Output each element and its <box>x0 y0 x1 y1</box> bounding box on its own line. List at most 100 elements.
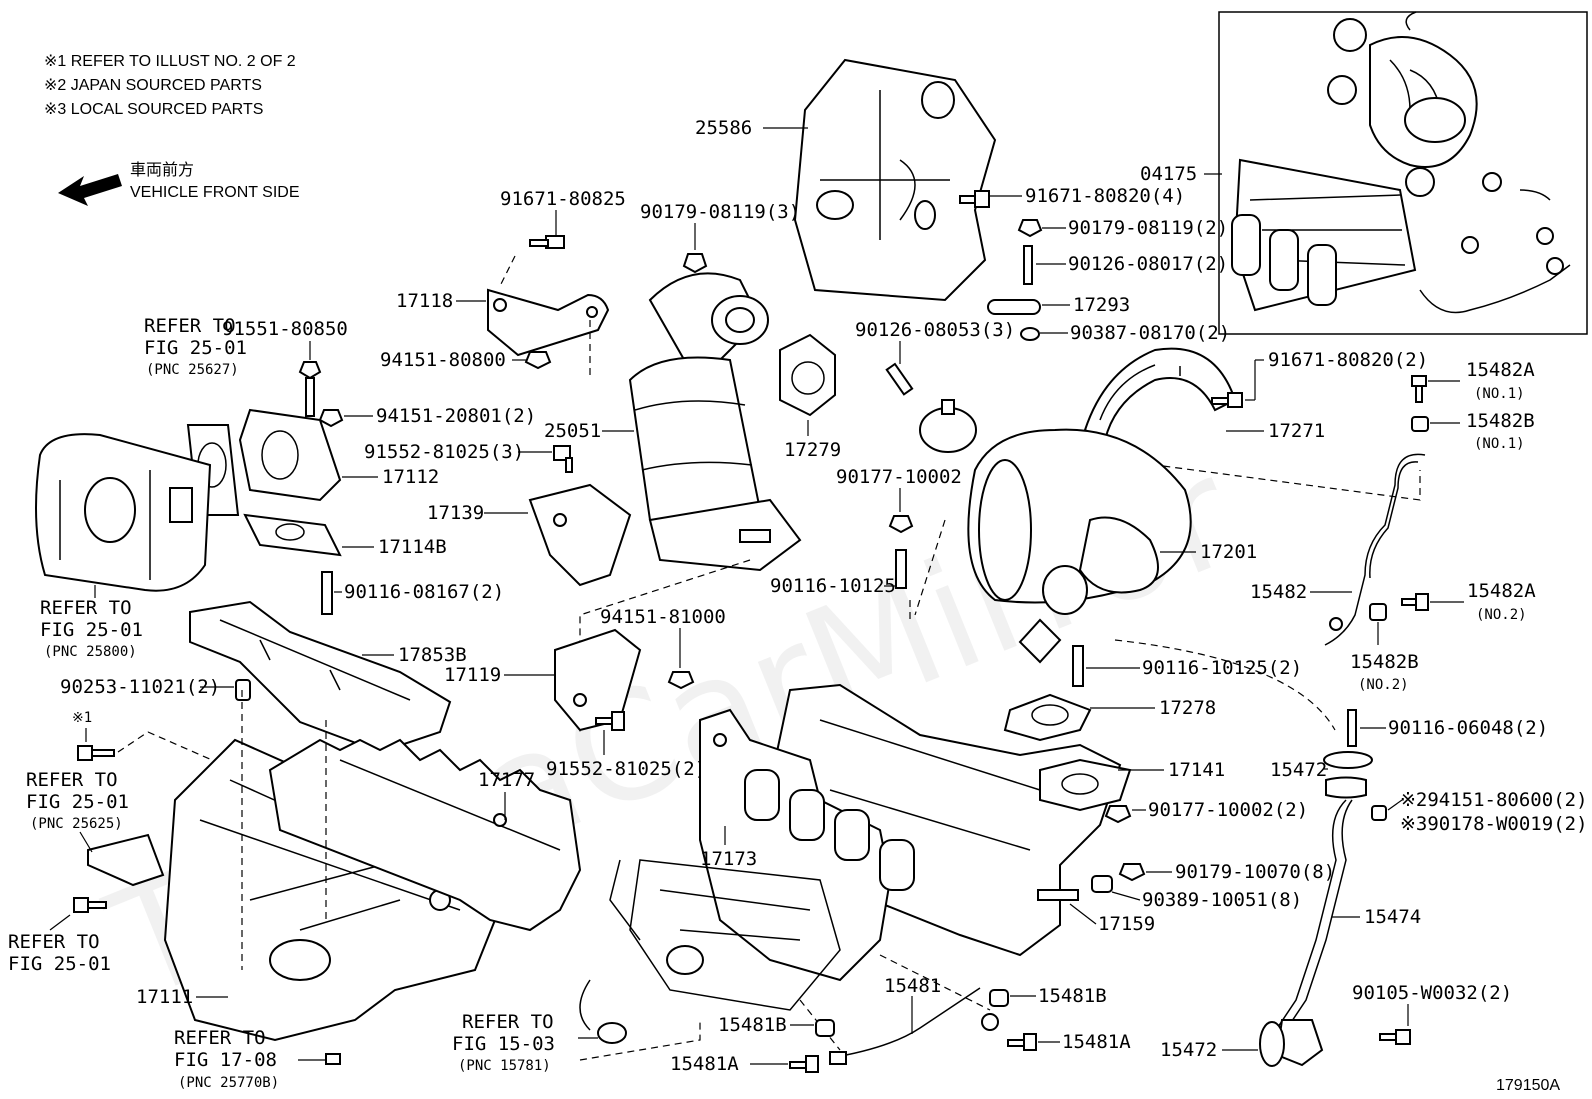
label-90116-10125: 90116-10125 <box>770 575 896 597</box>
label-15482A-2: 15482A <box>1467 580 1536 602</box>
label-91551-80850: 91551-80850 <box>222 318 348 340</box>
label-17173: 17173 <box>700 848 757 870</box>
label-90179-10070-8: 90179-10070(8) <box>1175 861 1335 883</box>
label-15482B-2-sub: (NO.2) <box>1358 677 1409 693</box>
label-15482A-2-sub: (NO.2) <box>1476 607 1527 623</box>
label-17111: 17111 <box>136 986 193 1008</box>
svg-text:REFER TO: REFER TO <box>26 769 118 791</box>
svg-text:FIG 25-01: FIG 25-01 <box>26 791 129 813</box>
label-17112: 17112 <box>382 466 439 488</box>
bolt-15481A-right <box>1007 1033 1037 1051</box>
svg-text:FIG 15-03: FIG 15-03 <box>452 1033 555 1055</box>
svg-text:(PNC 25627): (PNC 25627) <box>146 362 239 378</box>
label-94151-80800: 94151-80800 <box>380 349 506 371</box>
label-15481A-left: 15481A <box>670 1053 739 1075</box>
stud-90126-08053 <box>885 362 914 396</box>
refer-block-pnc15781: REFER TO FIG 15-03 (PNC 15781) <box>452 1011 555 1074</box>
nut-94151-80800 <box>524 351 552 370</box>
stud-90126-08017 <box>1023 245 1033 285</box>
label-15474: 15474 <box>1364 906 1421 928</box>
nut-90177-10002-2 <box>1104 805 1132 824</box>
pipe-15474 <box>1275 776 1367 1067</box>
gasket-17177 <box>268 738 582 932</box>
label-17278: 17278 <box>1159 697 1216 719</box>
label-25586: 25586 <box>695 117 752 139</box>
clamp-15481B-left <box>815 1019 835 1037</box>
bolt-pnc25770B <box>325 1053 341 1065</box>
bracket-17118 <box>487 288 610 357</box>
insulator-17853B <box>189 600 452 754</box>
sensor-pnc15781 <box>579 979 627 1044</box>
refer-block-pnc25625: REFER TO FIG 25-01 (PNC 25625) <box>26 769 129 832</box>
vehicle-front-arrow-icon <box>58 174 122 206</box>
stud-90116-08167 <box>321 571 333 615</box>
label-15482: 15482 <box>1250 581 1307 603</box>
label-90177-10002: 90177-10002 <box>836 466 962 488</box>
note-2: ※2 JAPAN SOURCED PARTS <box>44 77 262 94</box>
svg-text:REFER TO: REFER TO <box>174 1027 266 1049</box>
svg-text:REFER TO: REFER TO <box>40 597 132 619</box>
label-90177-10002-2: 90177-10002(2) <box>1148 799 1308 821</box>
stud-90116-10125-2 <box>1072 645 1084 687</box>
label-15482A-1: 15482A <box>1466 359 1535 381</box>
note-1: ※1 REFER TO ILLUST NO. 2 OF 2 <box>44 53 296 70</box>
label-90387-08170-2: 90387-08170(2) <box>1070 322 1230 344</box>
label-15481B-right: 15481B <box>1038 985 1107 1007</box>
nut-90179-08119-2 <box>1017 219 1043 238</box>
bracket-17139 <box>528 483 632 587</box>
bolt-91671-80820-2 <box>1211 392 1243 408</box>
bolt-91552-81025-3 <box>553 445 573 473</box>
bolt-91671-80820-4 <box>959 190 990 208</box>
svg-text:(PNC 25625): (PNC 25625) <box>30 816 123 832</box>
nut-90177-10002 <box>888 515 914 534</box>
svg-text:REFER TO: REFER TO <box>8 931 100 953</box>
inset-gasket-kit <box>1218 11 1588 335</box>
gasket-17173 <box>699 708 915 982</box>
label-17139: 17139 <box>427 502 484 524</box>
label-17114B: 17114B <box>378 536 447 558</box>
label-17177: 17177 <box>478 769 535 791</box>
label-17119: 17119 <box>444 664 501 686</box>
bolt-star1 <box>77 745 115 761</box>
label-15481B-left: 15481B <box>718 1014 787 1036</box>
label-90253-11021-2: 90253-11021(2) <box>60 676 220 698</box>
label-91671-80825: 91671-80825 <box>500 188 626 210</box>
label-17293: 17293 <box>1073 294 1130 316</box>
pipe-15482 <box>1324 453 1426 646</box>
label-15482B-1: 15482B <box>1466 410 1535 432</box>
plate-17293 <box>987 299 1041 315</box>
bolt-91551-80850 <box>298 361 322 417</box>
gasket-15472-top <box>1323 751 1373 769</box>
svg-text:(PNC 25800): (PNC 25800) <box>44 644 137 660</box>
engine-block-sketch <box>609 859 841 1011</box>
bolt-refer-fig25-01 <box>73 897 107 913</box>
label-94151-81000: 94151-81000 <box>600 606 726 628</box>
svg-text:(PNC 25770B): (PNC 25770B) <box>178 1075 279 1091</box>
label-17118: 17118 <box>396 290 453 312</box>
label-17853B: 17853B <box>398 644 467 666</box>
heat-insulator-17271 <box>1083 347 1237 442</box>
label-25051: 25051 <box>544 420 601 442</box>
catalytic-converter-25051 <box>628 272 802 572</box>
label-17141: 17141 <box>1168 759 1225 781</box>
label-star1: ※1 <box>72 710 92 726</box>
label-15481A-right: 15481A <box>1062 1031 1131 1053</box>
label-17279: 17279 <box>784 439 841 461</box>
bracket-pnc25625 <box>87 833 165 887</box>
label-15481: 15481 <box>884 975 941 997</box>
stud-90116-06048 <box>1347 709 1357 747</box>
throttle-body-pnc25800 <box>35 433 212 592</box>
spacer-90389-10051 <box>1091 875 1113 893</box>
clamp-15481B-right <box>989 989 1009 1007</box>
bolt-91671-80825 <box>529 235 565 249</box>
nut-94151-81000 <box>667 671 695 690</box>
bolt-90105-W0032 <box>1379 1029 1411 1045</box>
stud-90116-10125 <box>895 549 907 589</box>
gasket-15472-bottom <box>1259 1021 1285 1067</box>
label-90116-08167-2: 90116-08167(2) <box>344 581 504 603</box>
refer-block-pnc25800: REFER TO FIG 25-01 (PNC 25800) <box>40 597 143 660</box>
svg-text:(PNC 15781): (PNC 15781) <box>458 1058 551 1074</box>
nut-94151-20801 <box>318 409 344 428</box>
bolt-15482A-no2 <box>1401 593 1429 611</box>
